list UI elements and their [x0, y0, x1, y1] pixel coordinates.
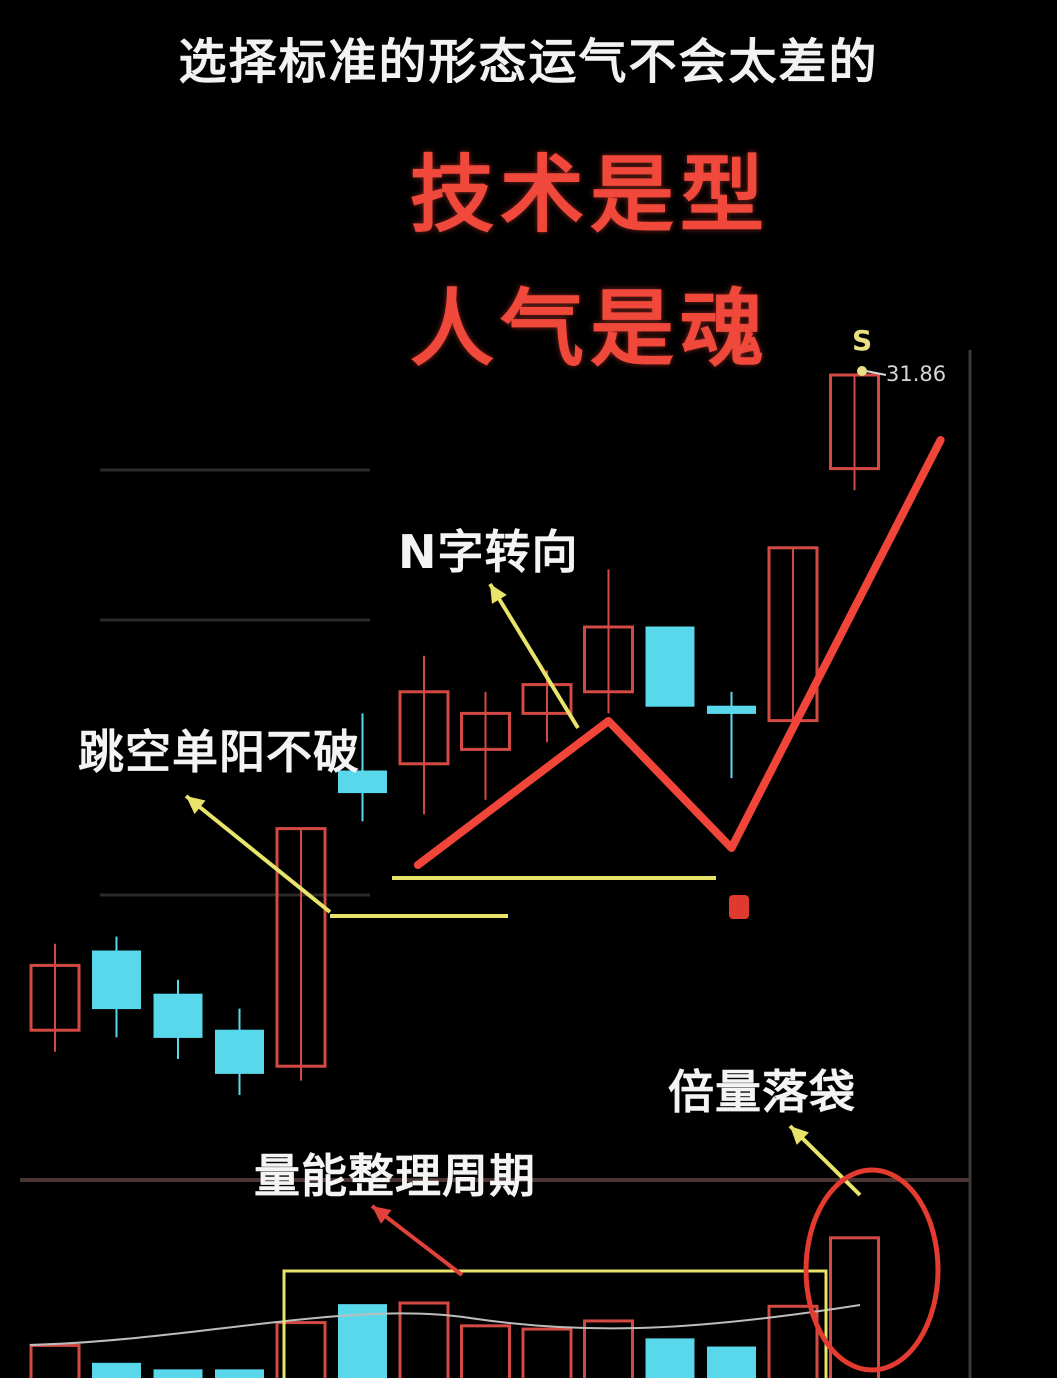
sell-dot — [857, 366, 867, 376]
volume-bar-up — [583, 1319, 634, 1378]
volume-bar-down — [707, 1346, 756, 1378]
arrow-volume-consolidation-shaft — [370, 1204, 464, 1277]
volume-bar-up — [398, 1301, 450, 1378]
up-candle — [398, 690, 450, 766]
buy-marker — [729, 895, 749, 919]
down-candle — [215, 1029, 264, 1074]
down-candle — [153, 993, 203, 1038]
annotation-volume-consolidation: 量能整理周期 — [254, 1149, 536, 1203]
slogan-technique: 技术是型 — [409, 146, 770, 244]
annotation-gap-hold: 跳空单阳不破 — [78, 725, 360, 779]
up-candle — [829, 373, 880, 471]
annotation-double-volume: 倍量落袋 — [668, 1065, 856, 1119]
up-candle — [521, 683, 573, 715]
volume-bar-down — [215, 1369, 264, 1378]
up-candle — [460, 711, 511, 751]
volume-bar-up — [29, 1343, 81, 1378]
volume-bar-down — [153, 1369, 203, 1378]
arrow-gap-hold-shaft — [184, 794, 332, 914]
arrow-double-volume-head — [790, 1126, 809, 1145]
arrow-volume-consolidation-head — [372, 1206, 392, 1224]
double-volume-highlight-circle — [803, 1167, 941, 1373]
volume-bar-down — [92, 1362, 141, 1378]
up-candle — [275, 827, 327, 1068]
down-candle — [645, 626, 695, 707]
volume-bar-down — [338, 1304, 387, 1378]
annotation-n-turn: N字转向 — [398, 525, 579, 579]
volume-bar-up — [767, 1304, 819, 1378]
volume-bar-up — [275, 1321, 327, 1378]
arrow-n-turn-head — [490, 584, 507, 604]
up-candle — [29, 963, 81, 1032]
volume-ma-line — [29, 1304, 861, 1346]
down-candle — [338, 770, 387, 794]
up-candle — [583, 625, 634, 694]
slogan-popularity: 人气是魂 — [409, 280, 770, 378]
arrow-n-turn-shaft — [488, 582, 580, 730]
down-candle — [707, 705, 756, 714]
peak-price-leader — [865, 370, 887, 376]
n-turn-trend-line — [413, 436, 945, 869]
down-candle — [92, 950, 141, 1010]
volume-consolidation-box — [282, 1269, 828, 1378]
volume-bar-down — [645, 1338, 695, 1378]
arrow-gap-hold-head — [186, 796, 206, 815]
sell-marker: S — [852, 324, 873, 357]
headline: 选择标准的形态运气不会太差的 — [178, 34, 879, 90]
volume-bar-up — [521, 1327, 573, 1378]
volume-bar-up — [460, 1324, 511, 1378]
peak-price-label: 31.86 — [886, 362, 947, 386]
